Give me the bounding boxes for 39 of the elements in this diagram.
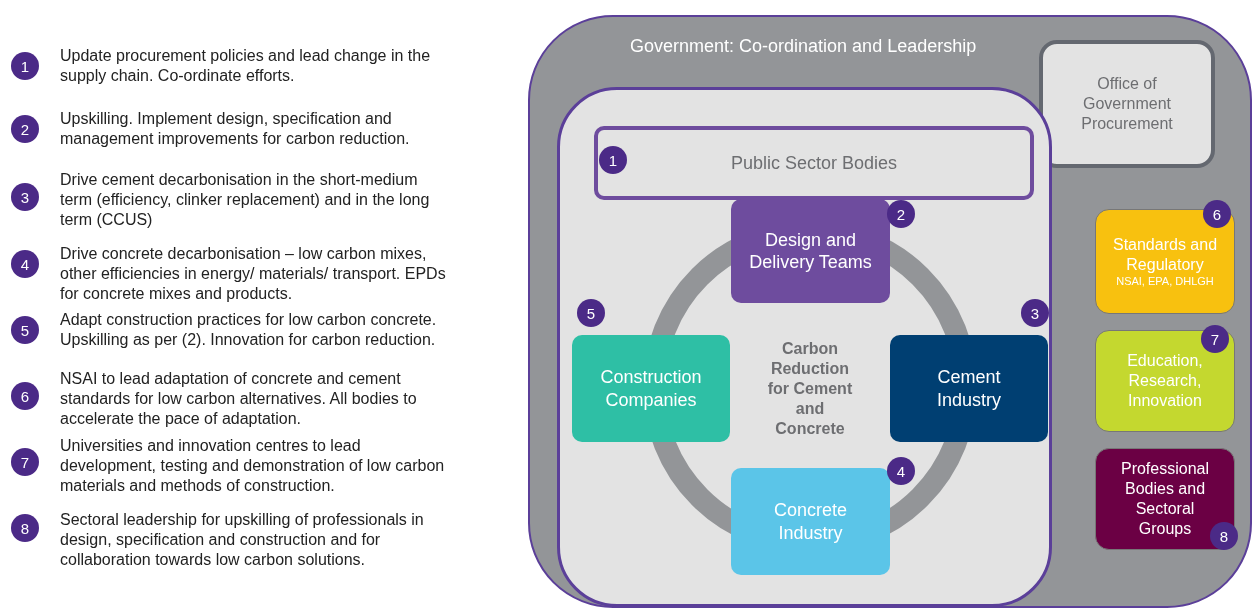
panel-title: Government: Co-ordination and Leadership [630, 35, 977, 58]
government-panel [528, 15, 1252, 608]
action-text: Upskilling. Implement design, specification and management improvements for carbon reduction. [60, 109, 411, 149]
inner-panel [557, 87, 1052, 607]
action-text: Drive concrete decarbonisation – low carbon mixes, other efficiencies in energy/ materials/ transport. EPDs for concrete mixes and products. [60, 244, 447, 304]
box-label: Office of Government Procurement [1080, 74, 1174, 134]
box-label: Professional Bodies and Sectoral Groups [1119, 459, 1210, 539]
number-badge: 4 [11, 250, 39, 278]
action-text: Adapt construction practices for low carbon concrete. Upskilling as per (2). Innovation for carbon reduction. [60, 310, 438, 350]
box-subtitle: NSAI, EPA, DHLGH [1116, 274, 1214, 289]
number-badge: 7 [11, 448, 39, 476]
action-text: Sectoral leadership for upskilling of professionals in design, specification and construction and for collaboration towards low carbon solutions. [60, 510, 425, 570]
office-box [1039, 40, 1215, 168]
number-badge: 2 [11, 115, 39, 143]
action-text: NSAI to lead adaptation of concrete and cement standards for low carbon alternatives. All bodies to accelerate the pace of adaptation. [60, 369, 418, 429]
stakeholder-box [1095, 448, 1235, 550]
box-label: Construction Companies [599, 366, 703, 411]
action-text: Drive cement decarbonisation in the short-medium term (efficiency, clinker replacement) and in the long term (CCUS) [60, 170, 431, 230]
number-badge: 6 [11, 382, 39, 410]
action-text: Universities and innovation centres to lead development, testing and demonstration of low carbon materials and methods of construction. [60, 436, 446, 496]
box-label: Carbon Reduction for Cement and Concrete [766, 339, 854, 439]
stakeholder-box [1095, 330, 1235, 432]
number-badge: 5 [11, 316, 39, 344]
box-label: Concrete Industry [772, 499, 848, 544]
box-label: Cement Industry [936, 366, 1002, 411]
box-label: Design and Delivery Teams [748, 228, 873, 274]
box-label: Education, Research, Innovation [1126, 351, 1204, 411]
number-badge: 8 [11, 514, 39, 542]
box-label: Public Sector Bodies [730, 151, 898, 175]
stakeholder-box [572, 335, 730, 442]
public-sector-box [594, 126, 1034, 200]
action-text: Update procurement policies and lead change in the supply chain. Co-ordinate efforts. [60, 46, 432, 86]
stakeholder-box [890, 335, 1048, 442]
stakeholder-box [731, 468, 890, 575]
stakeholder-box [731, 199, 890, 303]
number-badge: 3 [11, 183, 39, 211]
number-badge: 1 [11, 52, 39, 80]
stakeholder-box [1095, 209, 1235, 314]
box-label: Standards and Regulatory [1111, 234, 1219, 275]
